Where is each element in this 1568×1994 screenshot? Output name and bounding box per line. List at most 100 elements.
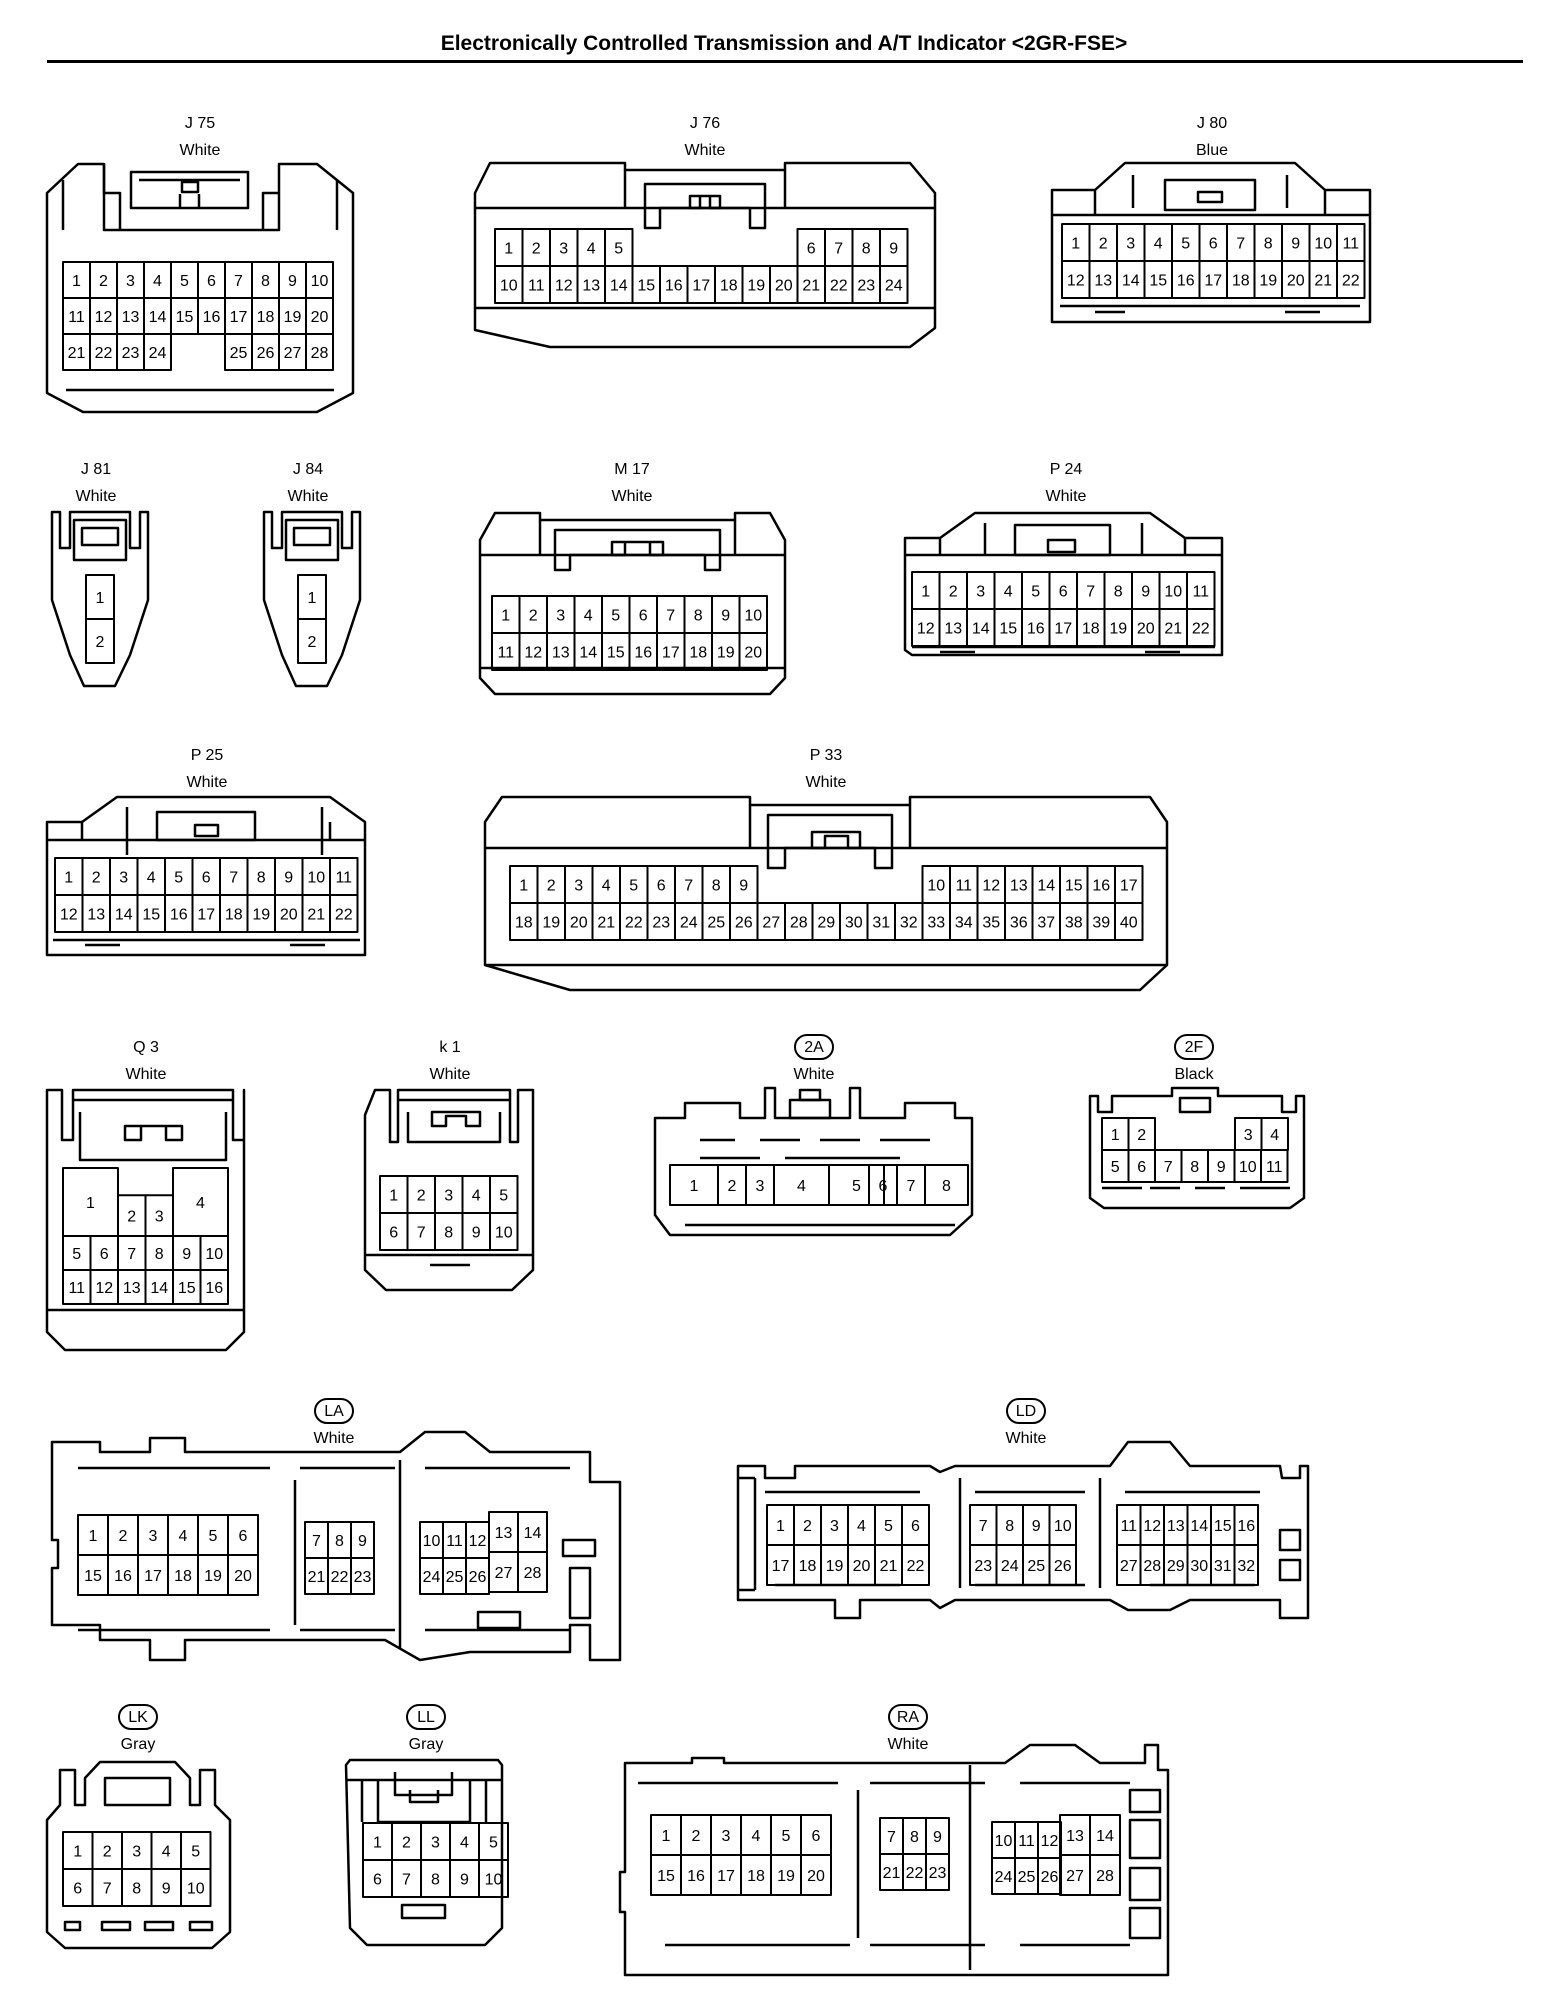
pin-number: 7 — [887, 1829, 896, 1846]
pin-cell — [180, 1868, 212, 1907]
pin-number: 3 — [574, 878, 583, 895]
pin-number: 2 — [402, 1835, 411, 1852]
connector-color: Gray — [409, 1736, 444, 1753]
pin-number: 7 — [417, 1225, 426, 1242]
pin-number: 1 — [72, 273, 81, 290]
connector-color: White — [612, 488, 653, 505]
connector-color: Black — [1174, 1066, 1214, 1083]
pin-number: 16 — [1092, 878, 1110, 895]
pin-number: 19 — [1259, 273, 1277, 290]
pin-number: 19 — [777, 1868, 795, 1885]
pin-number: 6 — [657, 878, 666, 895]
connector-Q3 — [45, 1088, 246, 1352]
pin-number: 9 — [1032, 1518, 1041, 1535]
pin-number: 28 — [524, 1565, 542, 1582]
pin-number: 19 — [826, 1558, 844, 1575]
pin-number: 8 — [712, 878, 721, 895]
pin-number: 24 — [149, 345, 167, 362]
pin-number: 2 — [308, 634, 317, 651]
pin-number: 21 — [597, 915, 615, 932]
pin-number: 8 — [132, 1881, 141, 1898]
pin-number: 14 — [524, 1525, 542, 1542]
pin-number: 8 — [155, 1246, 164, 1263]
pin-number: 11 — [68, 1280, 85, 1297]
pin-number: 3 — [119, 870, 128, 887]
pin-number: 15 — [142, 907, 160, 924]
pin-number: 17 — [717, 1868, 735, 1885]
pin-number: 18 — [747, 1868, 765, 1885]
pin-number: 13 — [1010, 878, 1028, 895]
connector-code: k 1 — [439, 1039, 460, 1056]
pin-number: 7 — [402, 1872, 411, 1889]
pin-number: 27 — [284, 345, 302, 362]
pin-number: 17 — [1120, 878, 1138, 895]
pin-number: 3 — [149, 1528, 158, 1545]
pin-cell — [1048, 1544, 1077, 1586]
pin-number: 13 — [122, 309, 140, 326]
pin-number: 4 — [162, 1844, 171, 1861]
pin-number: 16 — [687, 1868, 705, 1885]
pin-number: 13 — [1066, 1828, 1084, 1845]
connector-J75 — [45, 162, 355, 414]
pin-number: 1 — [308, 590, 317, 607]
pin-number: 2 — [127, 1209, 136, 1226]
pin-number: 2 — [417, 1188, 426, 1205]
pin-number: 11 — [1266, 1159, 1283, 1176]
pin-number: 1 — [504, 241, 513, 258]
pin-number: 2 — [92, 870, 101, 887]
connector-code: LK — [128, 1709, 148, 1726]
pin-number: 6 — [100, 1246, 109, 1263]
connector-color: White — [1046, 488, 1087, 505]
pin-number: 10 — [927, 878, 945, 895]
pin-number: 9 — [889, 241, 898, 258]
pin-number: 5 — [489, 1835, 498, 1852]
pin-number: 3 — [1126, 236, 1135, 253]
pin-number: 2 — [96, 634, 105, 651]
pin-number: 17 — [230, 309, 248, 326]
connector-color: White — [76, 488, 117, 505]
pin-number: 6 — [73, 1881, 82, 1898]
connector-color: Gray — [121, 1736, 156, 1753]
pin-number: 7 — [907, 1178, 916, 1195]
pin-cell — [478, 1859, 509, 1898]
pin-number: 19 — [1109, 621, 1127, 638]
pin-number: 2 — [949, 584, 958, 601]
pin-number: 3 — [132, 1844, 141, 1861]
pin-number: 5 — [72, 1246, 81, 1263]
pin-number: 36 — [1010, 915, 1028, 932]
pin-number: 6 — [879, 1178, 888, 1195]
pin-cell — [1260, 1149, 1289, 1183]
pin-number: 7 — [1164, 1159, 1173, 1176]
pin-number: 11 — [446, 1533, 463, 1550]
pin-number: 18 — [720, 278, 738, 295]
pin-number: 15 — [637, 278, 655, 295]
pin-number: 17 — [1204, 273, 1222, 290]
pin-number: 17 — [197, 907, 215, 924]
pin-number: 3 — [976, 584, 985, 601]
pin-number: 10 — [485, 1872, 503, 1889]
connector-J76 — [473, 161, 937, 349]
pin-number: 3 — [155, 1209, 164, 1226]
pin-cell — [925, 1853, 950, 1891]
pin-number: 5 — [1031, 584, 1040, 601]
pin-number: 31 — [872, 915, 890, 932]
pin-number: 20 — [807, 1868, 825, 1885]
pin-number: 4 — [1154, 236, 1163, 253]
pin-number: 28 — [1096, 1868, 1114, 1885]
pin-number: 4 — [460, 1835, 469, 1852]
pin-number: 11 — [1342, 236, 1359, 253]
pin-number: 1 — [1071, 236, 1080, 253]
pin-number: 20 — [744, 645, 762, 662]
pin-number: 18 — [225, 907, 243, 924]
pin-number: 1 — [64, 870, 73, 887]
pin-cell — [517, 1551, 548, 1593]
pin-number: 9 — [358, 1533, 367, 1550]
pin-number: 6 — [1059, 584, 1068, 601]
pin-number: 4 — [584, 608, 593, 625]
pin-number: 11 — [68, 309, 85, 326]
pin-number: 12 — [60, 907, 78, 924]
pin-number: 2 — [692, 1828, 701, 1845]
connector-P25 — [45, 795, 367, 957]
pin-number: 23 — [354, 1569, 372, 1586]
